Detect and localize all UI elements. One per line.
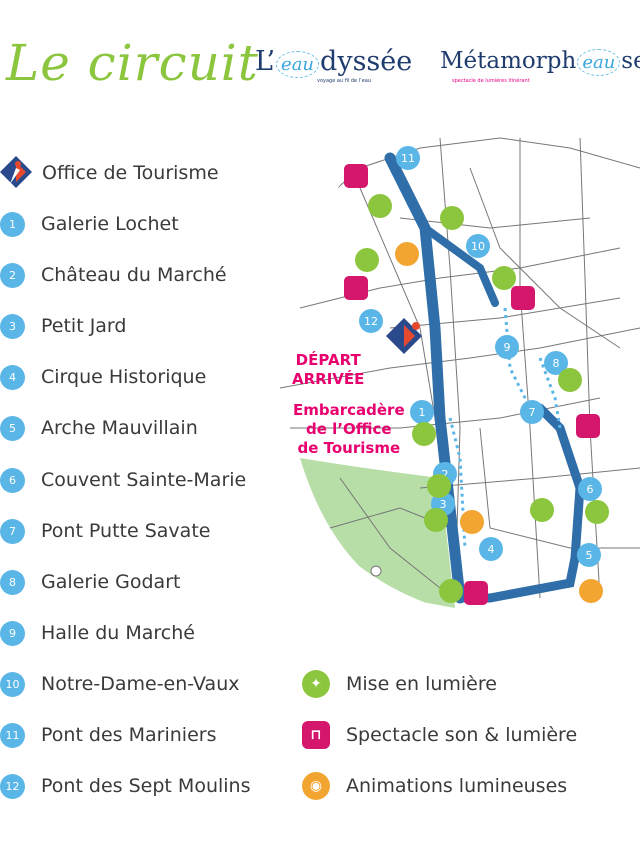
stop-number-badge: 9 — [0, 620, 25, 646]
stop-label: Galerie Godart — [41, 570, 181, 593]
svg-text:9: 9 — [504, 341, 511, 354]
stop-number-badge: 2 — [0, 263, 25, 289]
map-marker-9: 9 — [495, 335, 519, 359]
eye-icon: ◉ — [302, 772, 330, 800]
office-legend-label: Office de Tourisme — [42, 162, 219, 184]
stop-number-badge: 7 — [0, 518, 25, 544]
stop-label: Cirque Historique — [41, 366, 207, 389]
stop-label: Couvent Sainte-Marie — [41, 468, 247, 491]
stop-label: Pont Putte Savate — [41, 519, 211, 542]
map-drawing: 11 10 12 9 8 1 7 2 3 6 4 5 — [276, 128, 640, 618]
stop-label: Petit Jard — [41, 315, 127, 338]
map-office-icon — [386, 318, 422, 354]
stop-label: Notre-Dame-en-Vaux — [41, 672, 240, 695]
stop-number-badge: 1 — [0, 212, 25, 237]
stop-number-badge: 10 — [0, 671, 25, 697]
category-label-mise-en-lumiere: Mise en lumière — [346, 673, 497, 695]
stop-number-badge: 11 — [0, 723, 25, 748]
svg-text:6: 6 — [587, 483, 594, 496]
svg-text:11: 11 — [401, 152, 415, 165]
map-marker-8: 8 — [544, 351, 568, 375]
stop-number-badge: 5 — [0, 416, 25, 442]
svg-text:8: 8 — [553, 357, 560, 370]
stop-label: Arche Mauvillain — [41, 417, 198, 440]
svg-text:1: 1 — [419, 406, 426, 419]
map-marker-6: 6 — [578, 477, 602, 501]
category-label-spectacle: Spectacle son & lumière — [346, 724, 578, 746]
map-marker-7: 7 — [520, 400, 544, 424]
svg-text:5: 5 — [586, 549, 593, 562]
map-marker-12: 12 — [359, 309, 383, 333]
map-marker-11: 11 — [396, 146, 420, 170]
stop-label: Château du Marché — [41, 264, 227, 287]
depart-label: DÉPART ARRIVÉE — [292, 351, 365, 388]
svg-text:2: 2 — [442, 468, 449, 481]
map-marker-4: 4 — [479, 537, 503, 561]
svg-text:10: 10 — [471, 240, 485, 253]
stop-label: Halle du Marché — [41, 621, 195, 644]
lightbulb-icon: ✦ — [302, 670, 330, 698]
map-marker-10: 10 — [466, 234, 490, 258]
svg-text:7: 7 — [529, 406, 536, 419]
map-marker-5: 5 — [577, 543, 601, 567]
river-channel — [384, 152, 466, 604]
park-area — [300, 458, 455, 608]
stop-label: Galerie Lochet — [41, 213, 179, 235]
embarcadere-label: Embarcadère de l’Office de Tourisme — [293, 401, 405, 457]
tourism-office-icon — [0, 156, 32, 188]
category-label-animations: Animations lumineuses — [346, 775, 568, 797]
stop-label: Pont des Sept Moulins — [41, 775, 251, 798]
svg-text:3: 3 — [440, 498, 447, 511]
svg-text:12: 12 — [364, 315, 378, 328]
stop-number-badge: 8 — [0, 569, 25, 595]
stage-icon: ⊓ — [302, 721, 330, 749]
page-title: Le circuit — [6, 34, 259, 92]
stop-label: Pont des Mariniers — [41, 724, 217, 746]
stop-number-badge: 3 — [0, 314, 25, 340]
stop-number-badge: 12 — [0, 774, 25, 800]
stop-number-badge: 6 — [0, 467, 25, 493]
map-marker-1: 1 — [410, 400, 434, 424]
stop-number-badge: 4 — [0, 365, 25, 391]
map-category-markers — [344, 164, 609, 605]
svg-text:4: 4 — [488, 543, 495, 556]
circuit-map: 11 10 12 9 8 1 7 2 3 6 4 5 — [240, 128, 640, 628]
